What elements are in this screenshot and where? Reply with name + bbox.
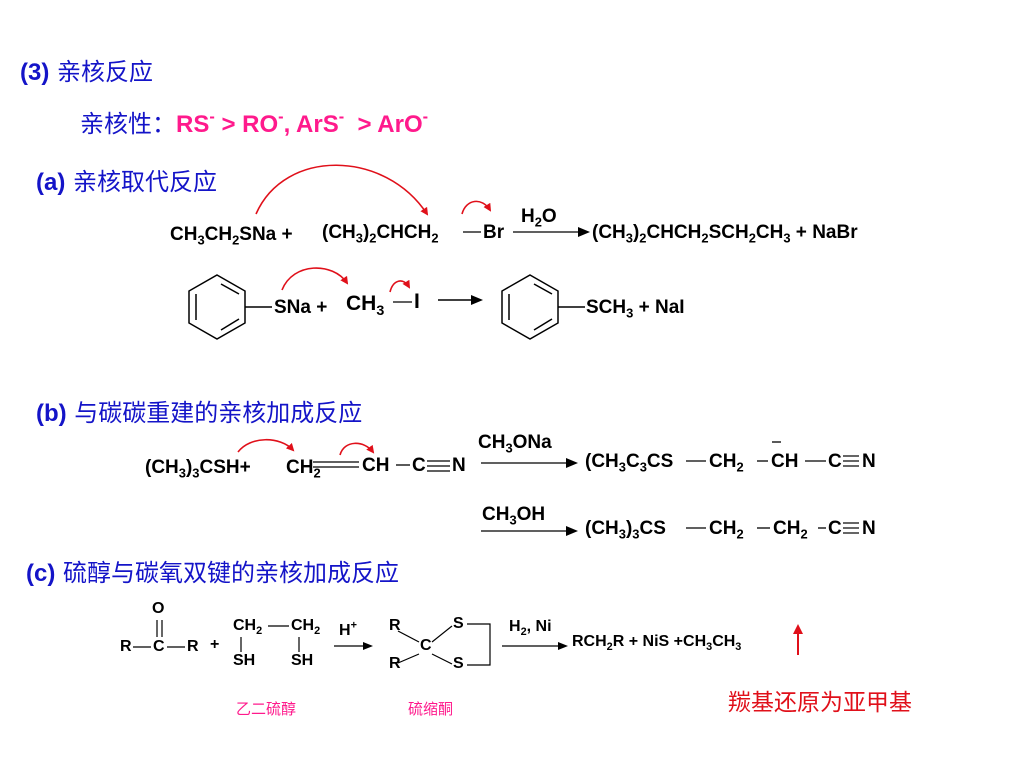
nucleophilicity-order: 亲核性：RS- > RO-, ArS- > ArO- — [80, 104, 428, 139]
rxn1-bromine: Br — [483, 222, 505, 243]
rxn1-product: (CH3)2CHCH2SCH2CH3 + NaBr — [592, 222, 858, 246]
rxn2-benzene-ring-right — [501, 274, 559, 340]
nucleophilicity-label: 亲核性： — [80, 110, 176, 138]
rxn5-r-top: R — [389, 617, 401, 634]
heading-3-number: (3) — [20, 59, 50, 86]
rxn4-product-n: N — [862, 518, 876, 539]
rxn2-iodine: I — [414, 290, 420, 313]
rxn2-curved-arrow-leaving — [389, 279, 411, 293]
rxn3-thiol: (CH3)3CSH+ — [145, 457, 251, 481]
rxn3-product-ch2: CH2 — [709, 451, 744, 475]
rxn5-ketal-r-bottom-bond — [397, 653, 420, 664]
rxn5-arrow2-head — [558, 642, 568, 650]
heading-c-number: (c) — [26, 560, 56, 587]
rxn5-products: RCH2R + NiS +CH3CH3 — [572, 633, 742, 653]
rxn3-ch2: CH2 — [286, 457, 321, 481]
rxn5-r-left: R — [120, 638, 132, 655]
rxn3-product-n: N — [862, 451, 876, 472]
rxn1-reaction-arrow-head — [578, 227, 590, 237]
rxn2-product: SCH3 + NaI — [586, 297, 685, 321]
label-carbonyl-reduction: 羰基还原为亚甲基 — [728, 690, 912, 716]
rxn2-methyl: CH3 — [346, 292, 385, 319]
rxn5-s-bottom: S — [453, 655, 464, 672]
rxn5-acid-condition: H+ — [339, 619, 357, 639]
rxn1-alkyl-chain: (CH3)2CHCH2 — [322, 222, 439, 246]
rxn3-product-tbu: (CH3C3CS — [585, 451, 674, 475]
rxn3-reaction-arrow-head — [566, 458, 578, 468]
rxn4-product-ch2b: CH2 — [773, 518, 808, 542]
heading-a-number: (a) — [36, 169, 66, 196]
rxn4-condition: CH3OH — [482, 504, 546, 528]
rxn3-product-c: C — [828, 451, 842, 472]
rxn5-oxygen: O — [152, 600, 165, 617]
rxn5-ketal-r-top-bond — [397, 630, 420, 643]
rxn2-thiophenolate: SNa + — [274, 297, 328, 318]
heading-b-text: 与碳碳重建的亲核加成反应 — [74, 399, 363, 427]
rxn5-r-right: R — [187, 638, 199, 655]
rxn3-condition: CH3ONa — [478, 432, 552, 456]
nucleophile-rs: RS- > RO-, ArS- > ArO- — [176, 108, 429, 138]
rxn2-benzene-ring-left — [188, 274, 246, 340]
rxn2-reaction-arrow-head — [471, 295, 483, 305]
rxn5-arrow1-head — [363, 642, 373, 650]
heading-b-number: (b) — [36, 400, 67, 427]
rxn3-ch: CH — [362, 455, 390, 476]
label-thioketal: 硫缩酮 — [408, 700, 454, 718]
gas-evolution-arrow-head — [793, 624, 803, 634]
rxn5-sh-2: SH — [291, 652, 314, 669]
rxn5-s-top: S — [453, 615, 464, 632]
rxn5-ch2-1: CH2 — [233, 617, 263, 637]
rxn5-ch2-2: CH2 — [291, 617, 321, 637]
rxn4-product-ch2a: CH2 — [709, 518, 744, 542]
rxn1-ethanethiolate: CH3CH2SNa + — [170, 224, 293, 248]
heading-3-text: 亲核反应 — [56, 58, 153, 86]
rxn5-sh-1: SH — [233, 652, 256, 669]
rxn3-n: N — [452, 455, 466, 476]
heading-c-text: 硫醇与碳氧双键的亲核加成反应 — [62, 559, 399, 587]
rxn5-ketal-s-top-bond — [431, 625, 453, 643]
heading-b: (b) 与碳碳重建的亲核加成反应 — [36, 393, 362, 428]
rxn2-curved-arrow-attack — [281, 267, 349, 291]
rxn1-condition: H2O — [521, 206, 557, 230]
rxn4-product-tbu: (CH3)3CS — [585, 518, 666, 542]
rxn3-product-carbanion: CH — [771, 451, 799, 472]
rxn1-curved-arrow-leaving — [461, 200, 492, 215]
rxn5-dithiolane-ring — [467, 623, 491, 666]
rxn5-hydrogenation-condition: H2, Ni — [509, 618, 552, 638]
rxn3-curved-arrow-pi — [339, 442, 375, 456]
rxn5-ketal-s-bottom-bond — [431, 653, 453, 665]
rxn5-carbonyl-carbon: C — [153, 638, 165, 655]
rxn4-product-c: C — [828, 518, 842, 539]
heading-a-text: 亲核取代反应 — [72, 168, 217, 196]
rxn4-reaction-arrow-head — [566, 526, 578, 536]
heading-a: (a) 亲核取代反应 — [36, 162, 217, 197]
rxn3-curved-arrow-attack — [237, 439, 295, 453]
rxn3-c: C — [412, 455, 426, 476]
label-ethanedithiol: 乙二硫醇 — [236, 700, 297, 718]
rxn1-curved-arrow-attack — [255, 164, 429, 216]
rxn5-plus: + — [210, 636, 220, 653]
heading-3: (3) 亲核反应 — [20, 52, 153, 87]
heading-c: (c) 硫醇与碳氧双键的亲核加成反应 — [26, 553, 399, 588]
rxn5-r-bottom: R — [389, 655, 401, 672]
rxn5-ketal-carbon: C — [420, 637, 432, 654]
